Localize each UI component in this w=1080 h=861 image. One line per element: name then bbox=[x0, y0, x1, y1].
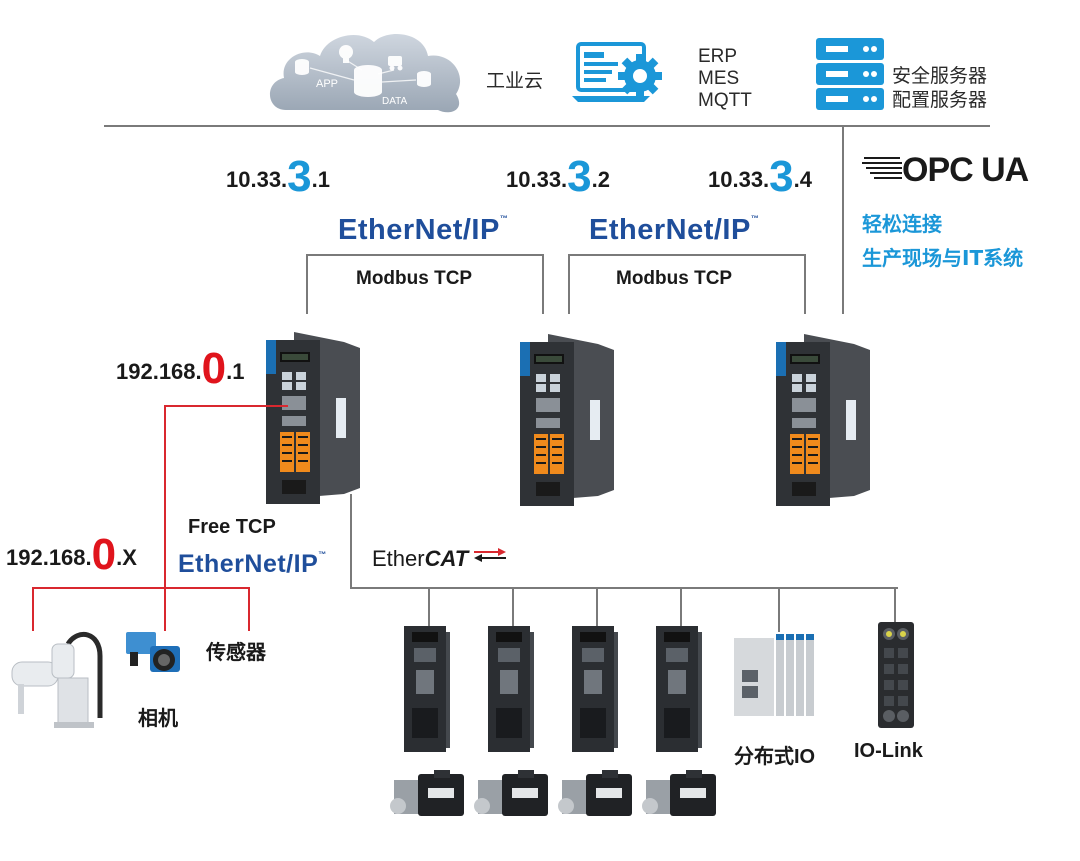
servo-motor-3 bbox=[558, 770, 632, 816]
red-line-devices-h bbox=[32, 587, 250, 589]
industrial-cloud-group: APP DATA bbox=[266, 24, 466, 120]
drop-io-link bbox=[894, 588, 896, 622]
red-line-sensor bbox=[248, 587, 250, 631]
modbus-label-1: Modbus TCP bbox=[356, 268, 473, 289]
drop-drive-4 bbox=[680, 588, 682, 628]
ethercat-logo: EtherCAT bbox=[372, 546, 507, 572]
ethernetip-logo-2: EtherNet/IP™ bbox=[589, 214, 760, 246]
servo-drive-1 bbox=[404, 626, 450, 752]
drop-distributed-io bbox=[778, 588, 780, 632]
controller-2 bbox=[520, 334, 614, 506]
cloud-icon: APP DATA bbox=[269, 33, 461, 113]
io-link-module bbox=[878, 622, 914, 728]
software-erp: ERP bbox=[698, 46, 738, 67]
upper-ip-3: 10.33.3.4 bbox=[708, 152, 813, 201]
opcua-drop-line bbox=[842, 126, 844, 314]
controller-1 bbox=[266, 332, 360, 504]
bracket-2-top bbox=[568, 254, 806, 256]
server-icon bbox=[814, 36, 886, 112]
opcua-logo: OPC UA bbox=[862, 148, 1048, 189]
upper-ip-2: 10.33.3.2 bbox=[506, 152, 611, 201]
io-link-label: IO-Link bbox=[854, 740, 923, 762]
bracket-1-right bbox=[542, 254, 544, 314]
distributed-io-module bbox=[734, 634, 814, 716]
server-config: 配置服务器 bbox=[892, 89, 988, 111]
opcua-tagline-2: 生产现场与IT系统 bbox=[862, 246, 1024, 270]
servo-motor-4 bbox=[642, 770, 716, 816]
controller-3 bbox=[776, 334, 870, 506]
software-icon bbox=[570, 40, 666, 110]
software-mes: MES bbox=[698, 68, 740, 89]
ethercat-arrows-icon bbox=[474, 548, 507, 562]
opcua-tagline-1: 轻松连接 bbox=[862, 212, 942, 236]
free-tcp-label: Free TCP bbox=[188, 516, 276, 538]
camera-icon bbox=[126, 632, 180, 672]
top-network-line bbox=[104, 125, 990, 127]
red-line-ctrl-h bbox=[164, 405, 288, 407]
cloud-caption: 工业云 bbox=[486, 70, 544, 92]
red-line-ctrl-v bbox=[164, 405, 166, 631]
camera-label: 相机 bbox=[138, 708, 178, 730]
cloud-app-label: APP bbox=[316, 78, 338, 90]
ethernetip-logo-1: EtherNet/IP™ bbox=[338, 214, 509, 246]
bracket-1-left bbox=[306, 254, 308, 314]
device-ip: 192.168.0.X bbox=[6, 530, 137, 579]
modbus-label-2: Modbus TCP bbox=[616, 268, 733, 289]
drop-drive-2 bbox=[512, 588, 514, 628]
server-security: 安全服务器 bbox=[892, 65, 988, 87]
drop-drive-1 bbox=[428, 588, 430, 628]
scara-robot bbox=[11, 632, 103, 728]
software-list: ERP MES MQTT bbox=[698, 46, 752, 112]
software-mqtt: MQTT bbox=[698, 90, 752, 111]
drop-drive-3 bbox=[596, 588, 598, 628]
servo-motor-2 bbox=[474, 770, 548, 816]
servo-drive-2 bbox=[488, 626, 534, 752]
bracket-2-left bbox=[568, 254, 570, 314]
sensor-label: 传感器 bbox=[206, 642, 266, 664]
bracket-1-top bbox=[306, 254, 544, 256]
ethercat-drop-line bbox=[350, 494, 352, 588]
bracket-2-right bbox=[804, 254, 806, 314]
red-line-robot bbox=[32, 587, 34, 631]
servo-motor-1 bbox=[390, 770, 464, 816]
servo-drive-3 bbox=[572, 626, 618, 752]
opcua-logo-text: OPC UA bbox=[902, 151, 1029, 186]
servo-drive-4 bbox=[656, 626, 702, 752]
ethercat-bus-line bbox=[350, 587, 898, 589]
ethernetip-logo-3: EtherNet/IP™ bbox=[178, 550, 327, 578]
server-list: 安全服务器 配置服务器 bbox=[892, 64, 987, 112]
upper-ip-1: 10.33.3.1 bbox=[226, 152, 331, 201]
local-ip: 192.168.0.1 bbox=[116, 344, 245, 393]
distributed-io-label: 分布式IO bbox=[734, 746, 816, 768]
cloud-data-label: DATA bbox=[382, 96, 408, 107]
